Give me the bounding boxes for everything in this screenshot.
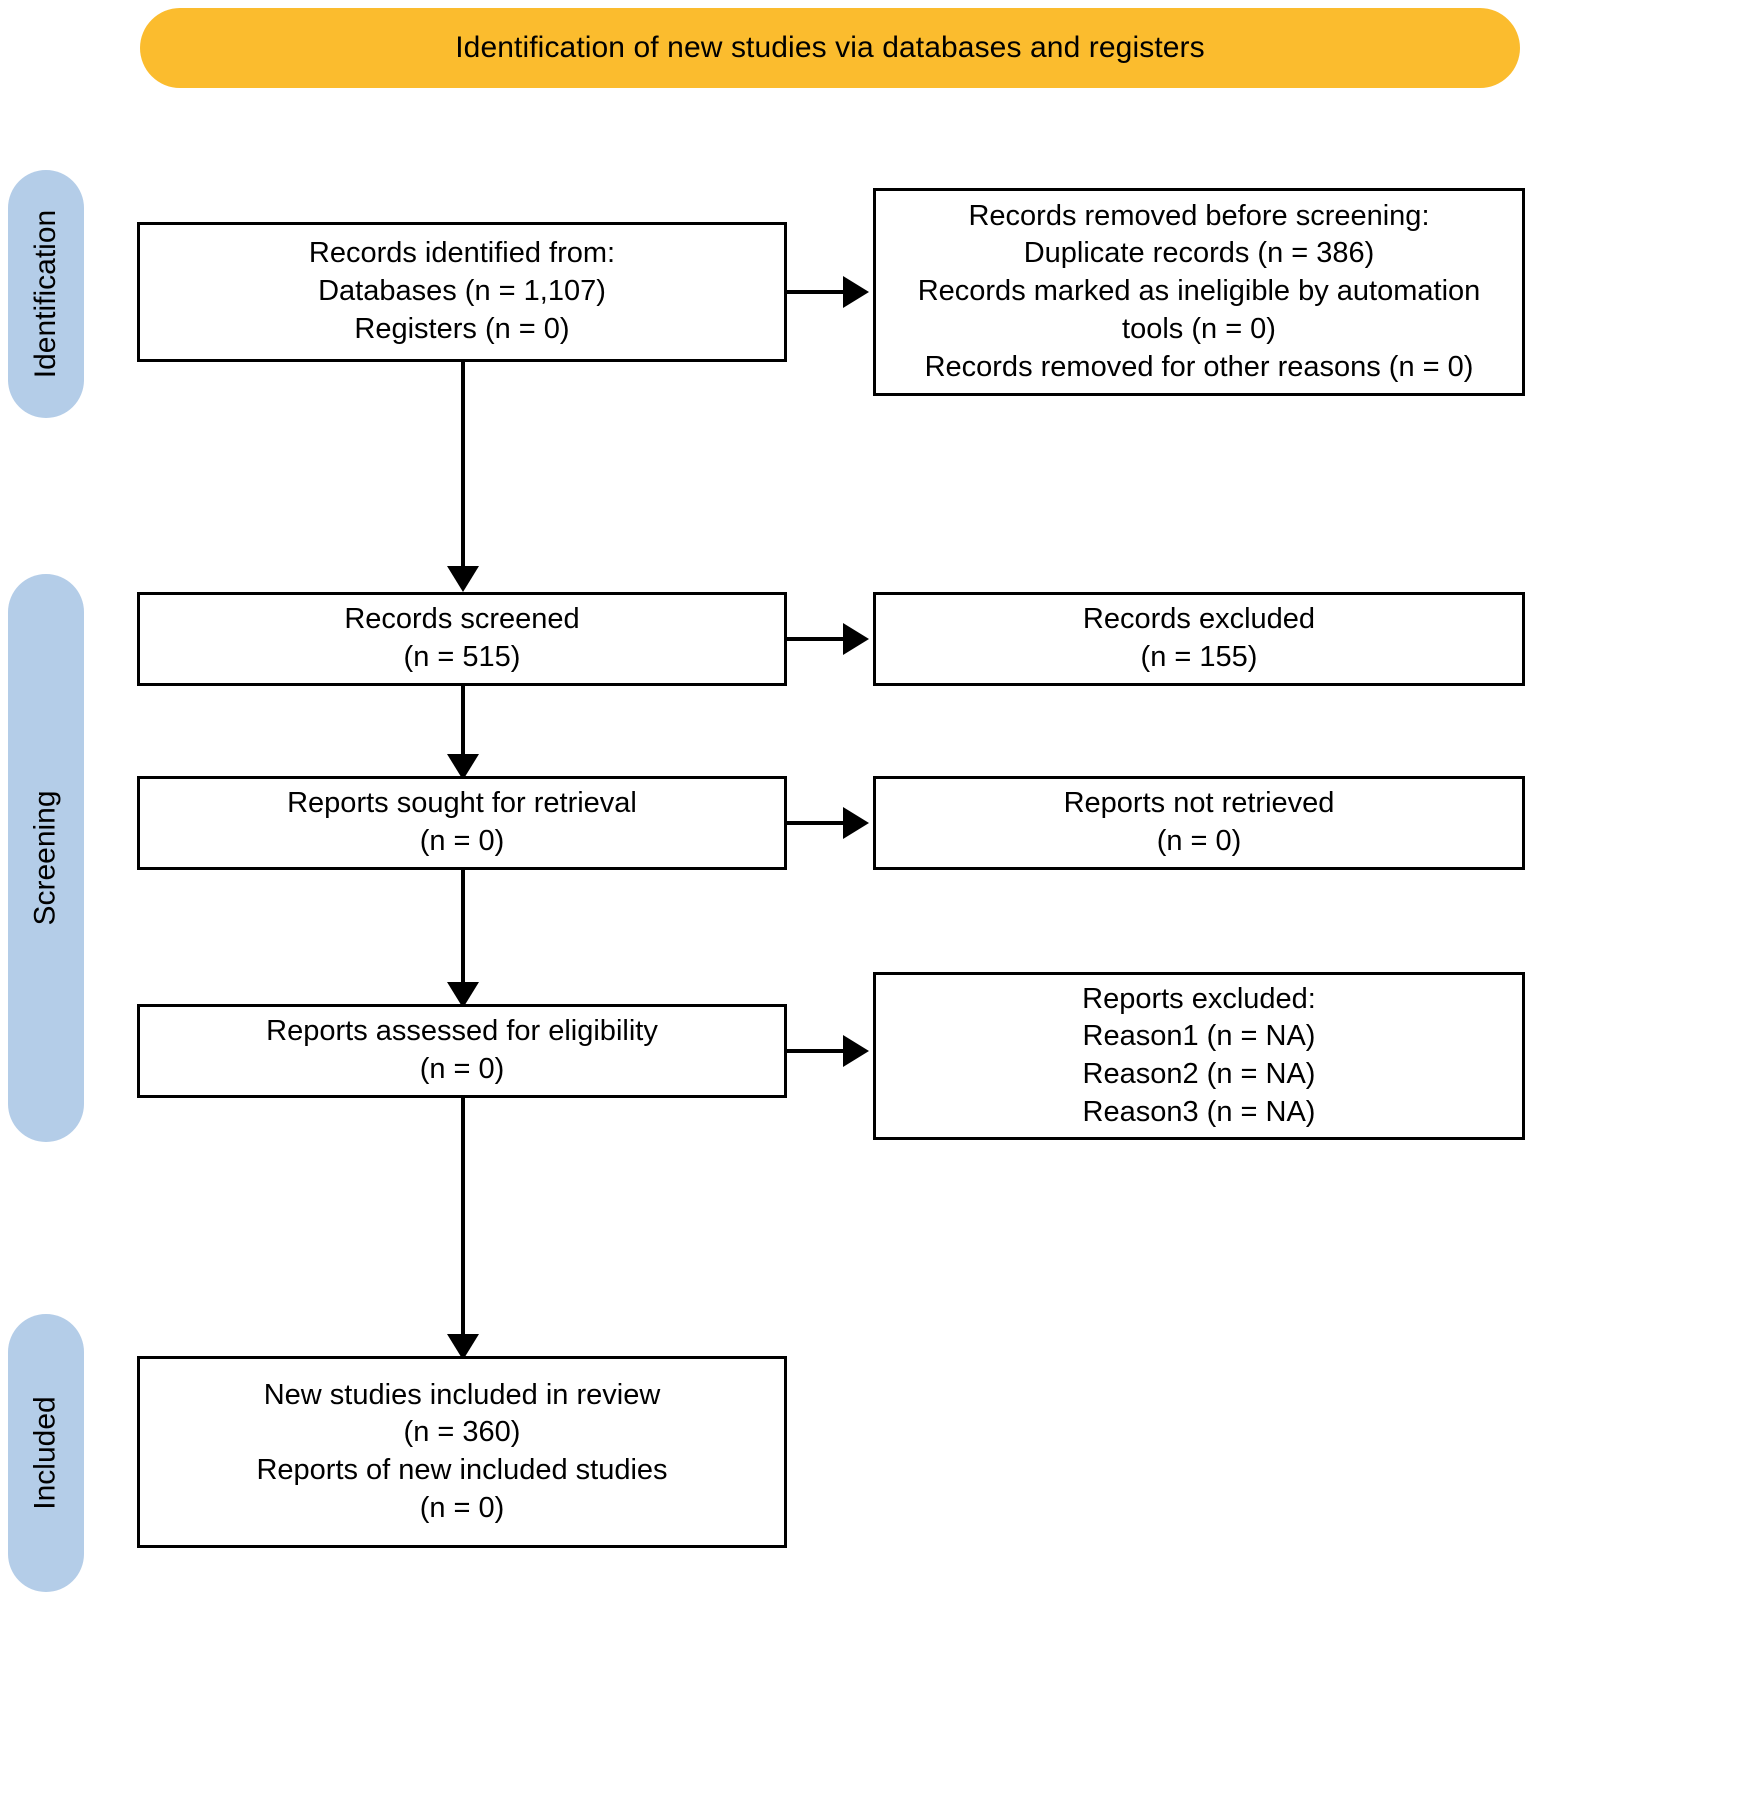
arrow-right-icon	[843, 807, 869, 839]
box-line: (n = 360)	[403, 1416, 521, 1449]
arrow-down-icon	[447, 754, 479, 780]
arrow-right-icon	[843, 276, 869, 308]
box-records-excluded: Records excluded (n = 155)	[873, 592, 1525, 686]
stage-label-screening: Screening	[29, 790, 62, 926]
box-line: (n = 0)	[419, 825, 505, 857]
box-line: Records excluded	[1082, 603, 1316, 636]
box-line: (n = 0)	[419, 1491, 505, 1524]
connector-identified-to-screened	[461, 362, 465, 570]
box-line: Registers (n = 0)	[354, 312, 570, 345]
box-line: Reports assessed for eligibility	[266, 1015, 658, 1048]
box-reports-sought-for-retrieval: Reports sought for retrieval (n = 0)	[137, 776, 787, 870]
diagram-title-text: Identification of new studies via databa…	[455, 31, 1205, 64]
stage-label-included: Included	[29, 1396, 62, 1510]
box-line: Reason3 (n = NA)	[1082, 1095, 1316, 1128]
box-line: Reports excluded:	[1082, 982, 1316, 1015]
box-records-screened: Records screened (n = 515)	[137, 592, 787, 686]
arrow-down-icon	[447, 1334, 479, 1360]
box-reports-not-retrieved: Reports not retrieved (n = 0)	[873, 776, 1525, 870]
box-reports-assessed-for-eligibility: Reports assessed for eligibility (n = 0)	[137, 1004, 787, 1098]
box-line: Databases (n = 1,107)	[318, 275, 606, 308]
arrow-right-icon	[843, 1035, 869, 1067]
stage-bar-included: Included	[8, 1314, 84, 1592]
box-line: Reason2 (n = NA)	[1082, 1058, 1316, 1090]
connector-assessed-to-reports-excluded	[787, 1049, 843, 1053]
diagram-title-banner: Identification of new studies via databa…	[140, 8, 1520, 88]
connector-screened-to-excluded	[787, 637, 843, 641]
box-line: Records marked as ineligible by automati…	[917, 275, 1481, 345]
stage-bar-screening: Screening	[8, 574, 84, 1142]
box-line: Records screened	[344, 603, 580, 636]
box-line: New studies included in review	[263, 1378, 661, 1411]
box-line: (n = 0)	[419, 1053, 505, 1085]
box-line: Duplicate records (n = 386)	[1023, 237, 1375, 270]
arrow-down-icon	[447, 982, 479, 1008]
box-line: (n = 155)	[1140, 641, 1258, 673]
box-new-studies-included: New studies included in review (n = 360)…	[137, 1356, 787, 1548]
box-line: (n = 0)	[1156, 825, 1242, 857]
box-line: (n = 515)	[403, 641, 521, 673]
connector-identified-to-removed	[787, 290, 843, 294]
box-line: Reports not retrieved	[1063, 787, 1335, 820]
box-reports-excluded: Reports excluded: Reason1 (n = NA) Reaso…	[873, 972, 1525, 1140]
connector-assessed-to-included	[461, 1098, 465, 1338]
connector-sought-to-not-retrieved	[787, 821, 843, 825]
box-records-removed-before-screening: Records removed before screening: Duplic…	[873, 188, 1525, 396]
box-line: Records removed for other reasons (n = 0…	[924, 350, 1474, 383]
box-line: Reports of new included studies	[256, 1454, 668, 1486]
box-line: Reason1 (n = NA)	[1082, 1020, 1316, 1053]
box-line: Records removed before screening:	[968, 199, 1430, 232]
stage-bar-identification: Identification	[8, 170, 84, 418]
stage-label-identification: Identification	[29, 209, 63, 379]
connector-sought-to-assessed	[461, 870, 465, 986]
box-line: Reports sought for retrieval	[287, 787, 637, 820]
box-line: Records identified from:	[308, 237, 616, 270]
arrow-down-icon	[447, 566, 479, 592]
connector-screened-to-sought	[461, 686, 465, 758]
box-records-identified: Records identified from: Databases (n = …	[137, 222, 787, 362]
arrow-right-icon	[843, 623, 869, 655]
